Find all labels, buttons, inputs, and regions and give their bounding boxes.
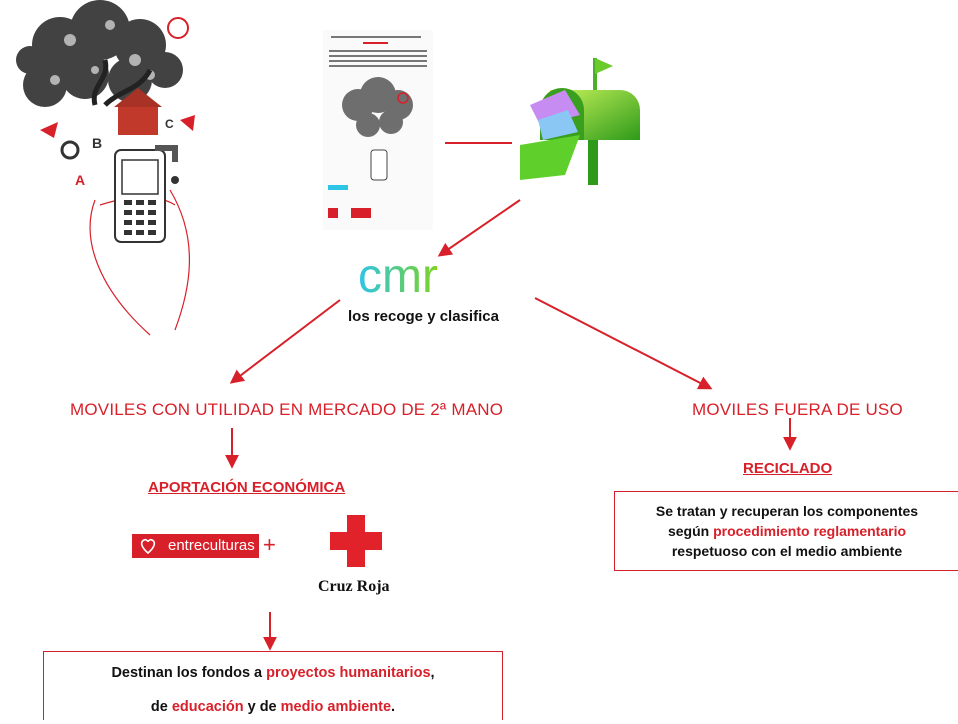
left-box-line2: de educación y de medio ambiente. <box>150 699 396 715</box>
entreculturas-mark <box>132 534 164 558</box>
left-result-box: Destinan los fondos a proyectos humanita… <box>43 651 503 720</box>
right-box-line1: Se tratan y recuperan los componentes <box>655 503 919 519</box>
cross-icon <box>330 515 382 567</box>
cmr-logo-text: cmr <box>358 252 438 298</box>
entreculturas-text: entreculturas <box>164 534 259 558</box>
left-box-line1: Destinan los fondos a proyectos humanita… <box>111 665 435 681</box>
left-branch-result: APORTACIÓN ECONÓMICA <box>148 479 346 496</box>
svg-text:C: C <box>165 117 174 131</box>
entreculturas-logo: entreculturas <box>132 534 259 558</box>
svg-text:A: A <box>75 172 85 188</box>
right-box-line3: respetuoso con el medio ambiente <box>671 543 903 559</box>
cruz-roja-text: Cruz Roja <box>318 578 390 595</box>
arrow-cmr-right <box>534 297 713 390</box>
left-branch-title: MOVILES CON UTILIDAD EN MERCADO DE 2ª MA… <box>70 400 504 419</box>
flyer-thumbnail <box>323 30 433 230</box>
right-box-line2: según procedimiento reglamentario <box>667 523 907 539</box>
arrow-cmr-left <box>229 299 341 384</box>
right-branch-result: RECICLADO <box>743 460 833 477</box>
mailbox-icon <box>520 58 640 185</box>
arrow-mailbox-cmr <box>437 199 521 257</box>
tree-hand-phone-illustration: B A C <box>16 0 195 336</box>
plus-sign: + <box>263 532 276 557</box>
right-branch-title: MOVILES FUERA DE USO <box>692 400 903 419</box>
cmr-caption: los recoge y clasifica <box>348 308 499 325</box>
right-result-box: Se tratan y recuperan los componentes se… <box>614 491 958 571</box>
cmr-logo-mark: cmr <box>358 250 438 303</box>
svg-text:B: B <box>92 135 102 151</box>
heart-icon <box>140 538 156 554</box>
cmr-logo: cmr <box>358 250 458 303</box>
